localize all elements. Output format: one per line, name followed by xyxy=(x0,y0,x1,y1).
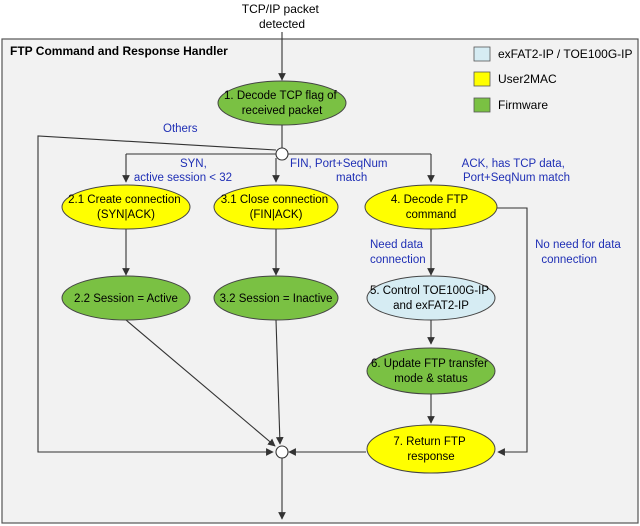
node-session-inactive: 3.2 Session = Inactive xyxy=(213,275,339,321)
annotation-line: No need for data xyxy=(535,239,621,251)
merge-junction xyxy=(275,445,289,459)
node-label: 7. Return FTP response xyxy=(393,436,468,463)
node-label: 5. Control TOE100G-IP and exFAT2-IP xyxy=(370,285,492,312)
legend-label-firmware: Firmware xyxy=(498,98,548,112)
node-create-connection: 2.1 Create connection (SYN|ACK) xyxy=(61,184,191,230)
node-decode-ftp-command: 4. Decode FTP command xyxy=(364,184,498,230)
node-label-line: command xyxy=(406,209,457,221)
legend-swatch-user2mac xyxy=(473,71,491,87)
edge-n32-to-merge xyxy=(275,319,284,445)
annotation-line: FIN, Port+SeqNum xyxy=(290,158,387,170)
annotation-line: connection xyxy=(370,254,426,266)
annotation-fin: FIN, Port+SeqNum match xyxy=(290,158,391,184)
annotation-line: Need data xyxy=(370,239,424,251)
node-label: 2.1 Create connection (SYN|ACK) xyxy=(68,194,184,221)
node-label: 2.2 Session = Active xyxy=(74,293,178,305)
edge-n4-to-n7 xyxy=(497,207,528,456)
node-label-line: 7. Return FTP xyxy=(393,436,466,448)
node-decode-tcp-flag: 1. Decode TCP flag of received packet xyxy=(217,80,347,126)
input-label-line: TCP/IP packet xyxy=(242,2,320,16)
node-label-line: received packet xyxy=(242,105,323,117)
node-control-toe-exfat: 5. Control TOE100G-IP and exFAT2-IP xyxy=(366,275,496,321)
node-label-line: 1. Decode TCP flag of xyxy=(224,90,338,102)
node-update-ftp-transfer: 6. Update FTP transfer mode & status xyxy=(366,347,496,395)
node-label: 3.1 Close connection (FIN|ACK) xyxy=(221,194,332,221)
node-label-line: (SYN|ACK) xyxy=(97,209,155,221)
annotation-line: Port+SeqNum match xyxy=(463,172,570,184)
node-label-line: mode & status xyxy=(394,373,468,385)
annotation-need-data: Need data connection xyxy=(370,239,426,266)
node-label-line: 2.1 Create connection xyxy=(68,194,181,206)
annotation-line: ACK, has TCP data, xyxy=(462,158,565,170)
edge-others xyxy=(37,135,277,456)
annotation-line: connection xyxy=(541,254,597,266)
edges xyxy=(37,32,528,520)
legend-label-ip: exFAT2-IP / TOE100G-IP xyxy=(498,47,633,61)
annotation-line: match xyxy=(336,172,367,184)
node-label-line: (FIN|ACK) xyxy=(250,209,303,221)
node-label-line: 4. Decode FTP xyxy=(391,194,469,206)
node-label-line: 6. Update FTP transfer xyxy=(371,358,488,370)
node-close-connection: 3.1 Close connection (FIN|ACK) xyxy=(213,184,339,230)
input-label: TCP/IP packet detected xyxy=(242,2,323,31)
input-label-line: detected xyxy=(259,17,305,31)
node-label: 3.2 Session = Inactive xyxy=(220,293,333,305)
node-label-line: 5. Control TOE100G-IP xyxy=(370,285,489,297)
node-return-ftp-response: 7. Return FTP response xyxy=(366,424,496,474)
annotation-line: active session < 32 xyxy=(134,172,232,184)
annotation-no-need-data: No need for data connection xyxy=(535,239,624,266)
annotation-others: Others xyxy=(163,123,198,135)
split-junction xyxy=(275,147,289,161)
node-label-line: and exFAT2-IP xyxy=(393,300,469,312)
annotation-syn: SYN, active session < 32 xyxy=(134,158,232,184)
legend-swatch-firmware xyxy=(473,97,491,113)
node-label: 4. Decode FTP command xyxy=(391,194,471,221)
edge-n22-to-merge xyxy=(125,319,276,447)
node-label-line: response xyxy=(407,451,454,463)
legend-label-user2mac: User2MAC xyxy=(498,72,557,86)
annotation-line: SYN, xyxy=(180,158,207,170)
node-label: 6. Update FTP transfer mode & status xyxy=(371,358,491,385)
annotation-ack: ACK, has TCP data, Port+SeqNum match xyxy=(462,158,570,184)
node-label-line: 3.1 Close connection xyxy=(221,194,328,206)
node-label: 1. Decode TCP flag of received packet xyxy=(224,90,340,117)
legend: exFAT2-IP / TOE100G-IP User2MAC Firmware xyxy=(473,46,633,113)
legend-swatch-ip xyxy=(473,46,491,62)
frame-title: FTP Command and Response Handler xyxy=(10,44,228,58)
node-session-active: 2.2 Session = Active xyxy=(61,275,191,321)
